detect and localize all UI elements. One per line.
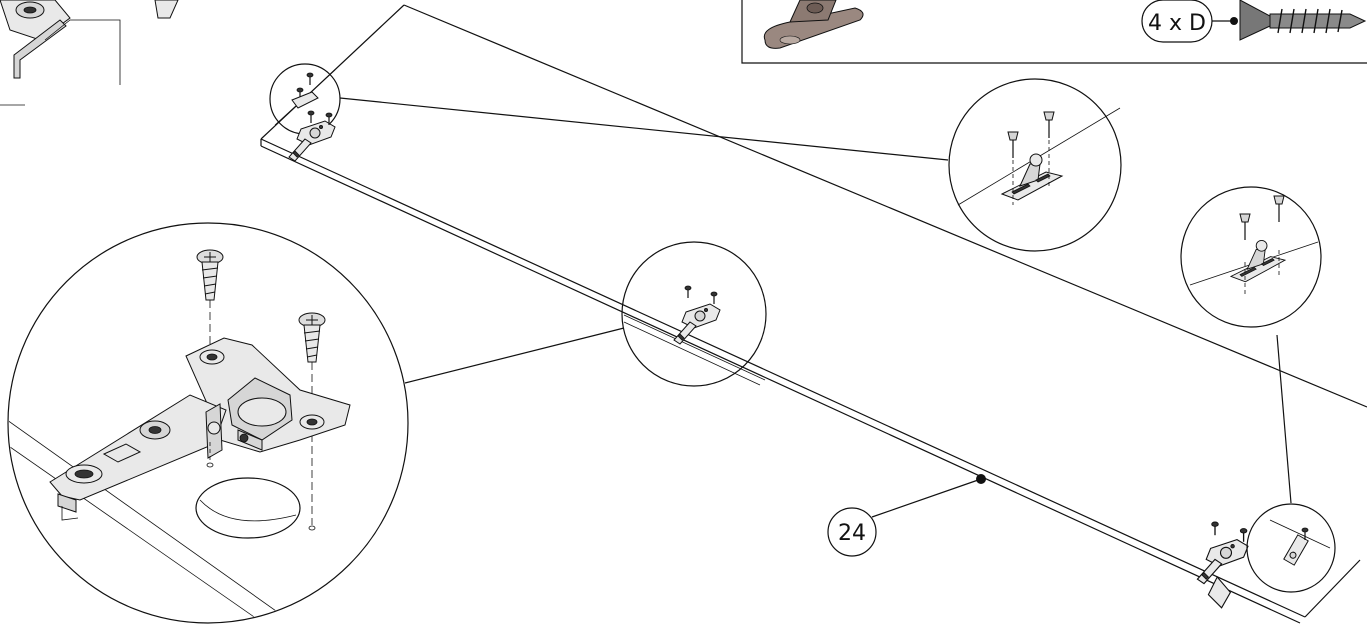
hinge-icon [1283, 534, 1309, 566]
screw-callout-label: 4 x D [1148, 11, 1206, 36]
screw-icon [1239, 195, 1285, 295]
hardware-inset: 4 x D [741, 0, 1367, 64]
hinge-icon [288, 110, 336, 162]
hinge-icon [0, 0, 179, 106]
hinge-icon [49, 337, 351, 521]
part-number-label: 24 [838, 521, 866, 546]
part-number-callout: 24 [827, 474, 986, 557]
callout-anchor-dot [976, 474, 986, 484]
leader-lines [339, 97, 1292, 504]
detail-circle-middle-hinge [621, 241, 767, 387]
screw-icon [298, 312, 326, 531]
screw-icon [1239, 0, 1367, 41]
door-panel [260, 4, 1367, 624]
hinge-icon [1196, 521, 1249, 609]
screw-icon [196, 249, 224, 350]
support-bracket-icon [1230, 239, 1286, 283]
detail-circle-support-bracket [1180, 186, 1322, 328]
support-bracket-icon [763, 0, 864, 49]
detail-circle-large-hinge [7, 222, 409, 624]
hinge-icon [673, 285, 721, 345]
mounting-plate-icon [1001, 153, 1063, 201]
detail-circle-bottom-right [1246, 503, 1336, 593]
detail-circle-mounting-plate [948, 78, 1122, 252]
screw-icon [1007, 111, 1055, 205]
